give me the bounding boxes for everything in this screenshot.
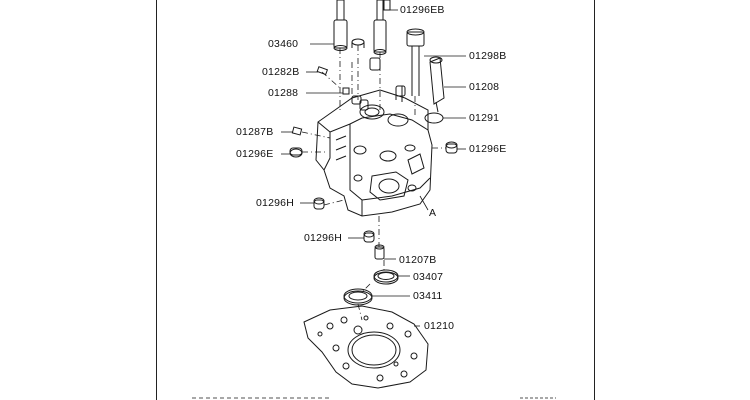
part-01208-sleeve: [429, 56, 445, 113]
leader-lines: [281, 9, 466, 327]
label-03460: 03460: [268, 38, 299, 50]
label-03407: 03407: [413, 271, 444, 283]
frame-border-left: [156, 0, 157, 400]
part-03460: [369, 57, 381, 71]
label-01296EB: 01296EB: [400, 4, 445, 16]
callout-a: A: [429, 207, 437, 219]
label-01287B: 01287B: [236, 126, 274, 138]
part-01210-gasket: [303, 305, 429, 389]
label-01291: 01291: [469, 112, 500, 124]
valve-guide-right: [373, 0, 391, 55]
frame-border-right: [594, 0, 595, 400]
label-01298B: 01298B: [469, 50, 507, 62]
part-01288-plug: [342, 87, 350, 95]
label-01296H-upper: 01296H: [256, 197, 294, 209]
part-01298B-bolt: [406, 28, 425, 96]
part-03407-seal: [373, 269, 399, 285]
label-01296E-left: 01296E: [236, 148, 274, 160]
label-01296H-lower: 01296H: [304, 232, 342, 244]
label-01296E-right: 01296E: [469, 143, 507, 155]
part-01296H-upper-plug: [313, 197, 325, 210]
part-03411-ring: [343, 288, 373, 306]
label-01207B: 01207B: [399, 254, 437, 266]
label-01210: 01210: [424, 320, 455, 332]
part-01296H-lower-plug: [363, 230, 375, 243]
cylinder-head: [315, 85, 433, 217]
valve-guide-left: [333, 0, 365, 51]
part-01287B: [291, 126, 303, 136]
label-01282B: 01282B: [262, 66, 300, 78]
part-01296E-left-plug: [289, 147, 303, 158]
part-01296E-right-plug: [445, 141, 458, 154]
alignment-lines: [301, 45, 446, 321]
label-01208: 01208: [469, 81, 500, 93]
part-01282B-pin: [316, 66, 329, 76]
label-03411: 03411: [413, 290, 443, 302]
part-01207B: [374, 244, 385, 260]
label-01288: 01288: [268, 87, 299, 99]
